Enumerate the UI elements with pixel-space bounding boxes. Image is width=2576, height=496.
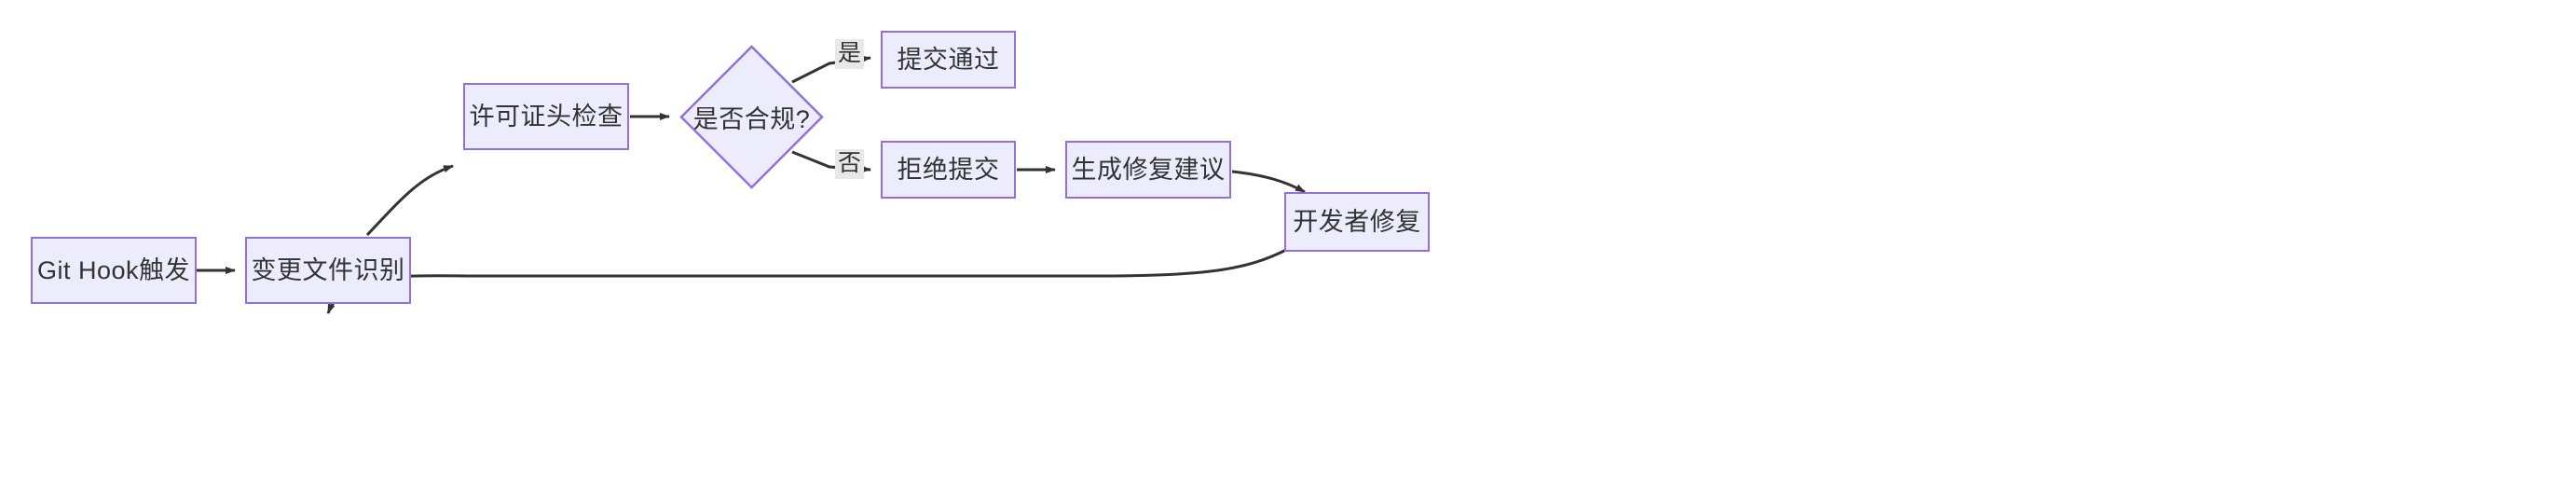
- node-label: 生成修复建议: [1071, 155, 1226, 184]
- edge-suggestion-to-developer-fix: [1231, 170, 1306, 194]
- node-label: 拒绝提交: [897, 155, 1000, 184]
- node-generate-fix-suggestion[interactable]: 生成修复建议: [1065, 141, 1231, 199]
- diamond-shape: [679, 45, 824, 189]
- edge-label-no: 否: [835, 149, 865, 179]
- node-submission-rejected[interactable]: 拒绝提交: [881, 141, 1016, 199]
- node-label: 开发者修复: [1293, 207, 1421, 236]
- node-label: 是否合规?: [692, 105, 811, 133]
- node-change-file-detection[interactable]: 变更文件识别: [245, 237, 411, 304]
- node-developer-fix[interactable]: 开发者修复: [1284, 192, 1430, 252]
- edge-change-detect-to-license-check: [365, 164, 454, 237]
- node-label: 许可证头检查: [469, 102, 623, 131]
- node-git-hook-trigger[interactable]: Git Hook触发: [31, 237, 197, 304]
- node-license-header-check[interactable]: 许可证头检查: [463, 83, 629, 150]
- edge-developer-fix-to-change-detect: [326, 248, 1287, 314]
- node-submission-approved[interactable]: 提交通过: [881, 31, 1016, 89]
- node-label: 变更文件识别: [251, 255, 405, 284]
- node-label: 提交通过: [897, 45, 1000, 74]
- edge-label-yes: 是: [835, 39, 865, 69]
- node-compliance-decision[interactable]: 是否合规?: [679, 45, 824, 189]
- node-label: Git Hook触发: [36, 255, 191, 284]
